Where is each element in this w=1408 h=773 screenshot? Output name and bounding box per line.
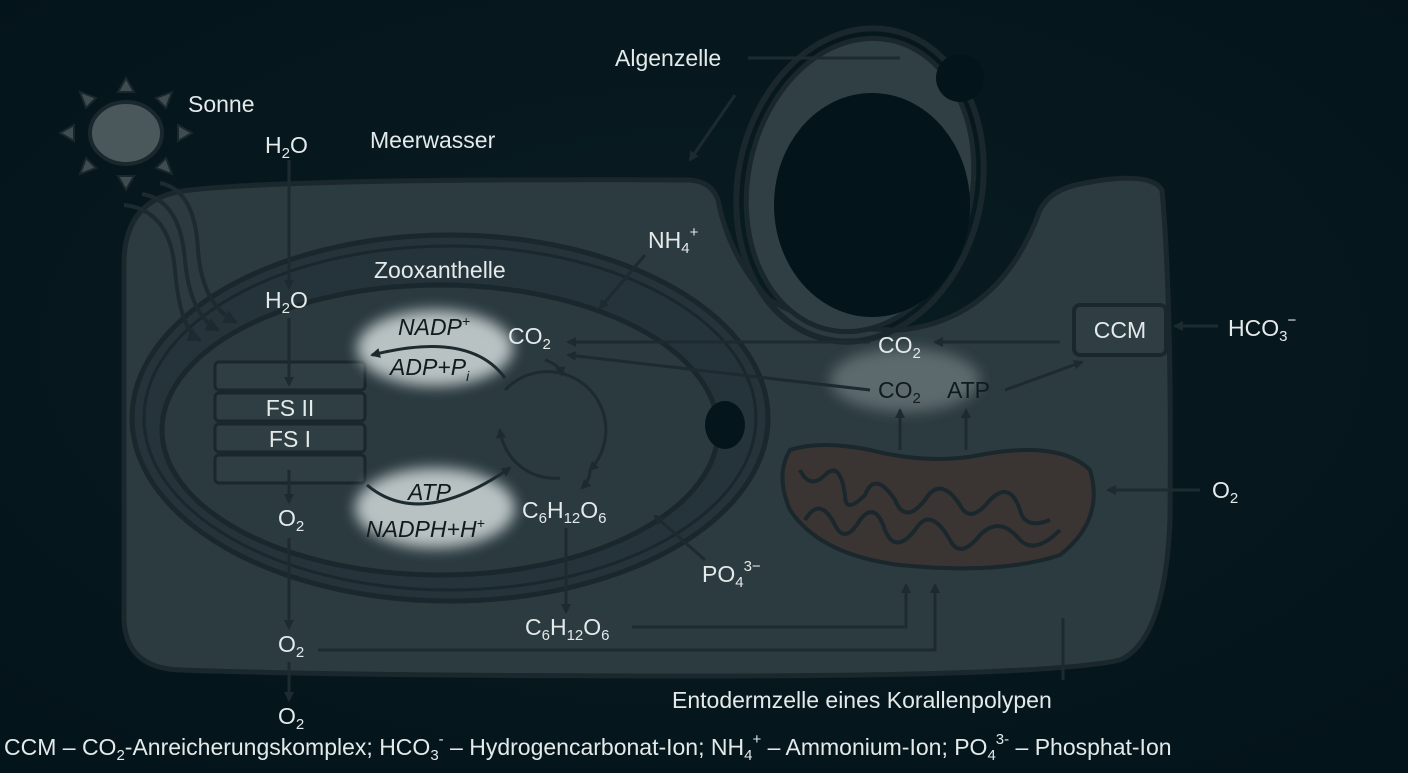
co2-calvin: CO2 <box>508 323 551 353</box>
algae-cell <box>733 25 987 345</box>
h2o-outside: H2O <box>265 132 308 162</box>
nh4-label: NH4+ <box>648 224 699 257</box>
o2-sea: O2 <box>1212 477 1238 507</box>
hco3-label: HCO3− <box>1228 312 1296 345</box>
mitochondrion <box>780 443 1096 571</box>
flow-arrows <box>284 56 1218 702</box>
sun-label: Sonne <box>188 91 255 117</box>
algae-cell-label: Algenzelle <box>615 45 721 71</box>
adp-label: ADP+Pi <box>388 354 470 384</box>
po4-label: PO43− <box>702 558 761 591</box>
o2-chloroplast: O2 <box>278 505 304 535</box>
legend-caption: CCM – CO2-Anreicherungskomplex; HCO3- – … <box>4 731 1172 764</box>
h2o-inside: H2O <box>265 287 308 317</box>
glucose-inner: C6H12O6 <box>522 497 607 527</box>
svg-text:CCM: CCM <box>1094 317 1146 343</box>
nadp-label: NADP+ <box>398 313 470 340</box>
nadph-label: NADPH+H+ <box>366 515 485 542</box>
fs2-label: FS II <box>266 395 315 421</box>
energy-arcs <box>366 345 512 506</box>
host-cell-label: Entodermzelle eines Korallenpolypen <box>672 687 1052 713</box>
calvin-cycle <box>496 358 608 490</box>
fs1-label: FS I <box>269 426 311 452</box>
o2-cell: O2 <box>278 631 304 661</box>
co2-mito: CO2 <box>878 377 921 407</box>
atp-label: ATP <box>406 479 452 505</box>
seawater-label: Meerwasser <box>370 127 496 153</box>
glucose-outer: C6H12O6 <box>525 614 610 644</box>
light-rays <box>123 181 238 342</box>
co2-ccm: CO2 <box>878 332 921 362</box>
o2-out: O2 <box>278 703 304 733</box>
atp-mito: ATP <box>947 377 990 403</box>
ccm-complex: CCM <box>1072 303 1168 357</box>
zooxanthella-label: Zooxanthelle <box>374 257 506 283</box>
sun-icon <box>57 75 195 193</box>
